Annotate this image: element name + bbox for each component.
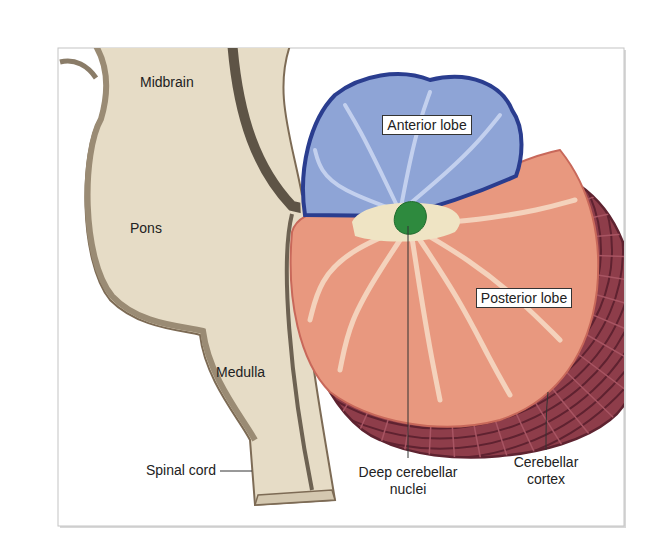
anterior-branch — [315, 150, 400, 212]
folium-line — [246, 72, 624, 429]
lobe-name: Anterior lobe — [387, 117, 466, 133]
structure-label: Cerebellar cortex — [504, 454, 588, 488]
folia-lines — [180, 48, 624, 510]
folium-fold — [575, 136, 624, 184]
lobe-name: Posterior lobe — [481, 290, 567, 306]
folium-line — [213, 48, 624, 459]
folium-fold — [582, 165, 624, 201]
leader-line — [408, 226, 409, 458]
white-matter-branch — [410, 225, 510, 395]
folium-fold — [566, 108, 624, 168]
leader-line — [220, 471, 252, 472]
folium-line — [235, 61, 624, 438]
folium-line — [224, 51, 624, 448]
white-matter-branch — [410, 225, 560, 340]
structure-label: Spinal cord — [146, 462, 216, 479]
brainstem-rim — [88, 48, 255, 440]
lobe-label-box: Anterior lobe — [382, 115, 471, 135]
anterior-branch — [400, 92, 430, 212]
illustration — [60, 48, 624, 510]
folium-fold — [202, 311, 302, 356]
folium-fold — [185, 200, 293, 221]
white-matter-branch — [340, 225, 410, 370]
white-matter-branches — [310, 200, 575, 400]
leader-line — [546, 392, 548, 450]
folium-fold — [193, 170, 298, 204]
folium-line — [202, 48, 624, 469]
deep-nuclei — [394, 202, 426, 235]
folium-fold — [180, 258, 290, 264]
midbrain-edge — [60, 61, 96, 78]
folium-fold — [184, 276, 292, 295]
anterior-lobe — [303, 74, 521, 216]
anterior-branches — [315, 92, 500, 212]
folium-fold — [191, 294, 296, 326]
structure-label: Medulla — [216, 364, 265, 381]
structure-label: Pons — [130, 220, 162, 237]
folium-fold — [555, 83, 624, 154]
folium-fold — [181, 232, 291, 240]
lobe-label-box: Posterior lobe — [476, 288, 572, 308]
structure-label: Midbrain — [140, 74, 194, 91]
spinal-cord-cut — [255, 490, 335, 505]
structure-label: Deep cerebellar nuclei — [352, 464, 464, 498]
